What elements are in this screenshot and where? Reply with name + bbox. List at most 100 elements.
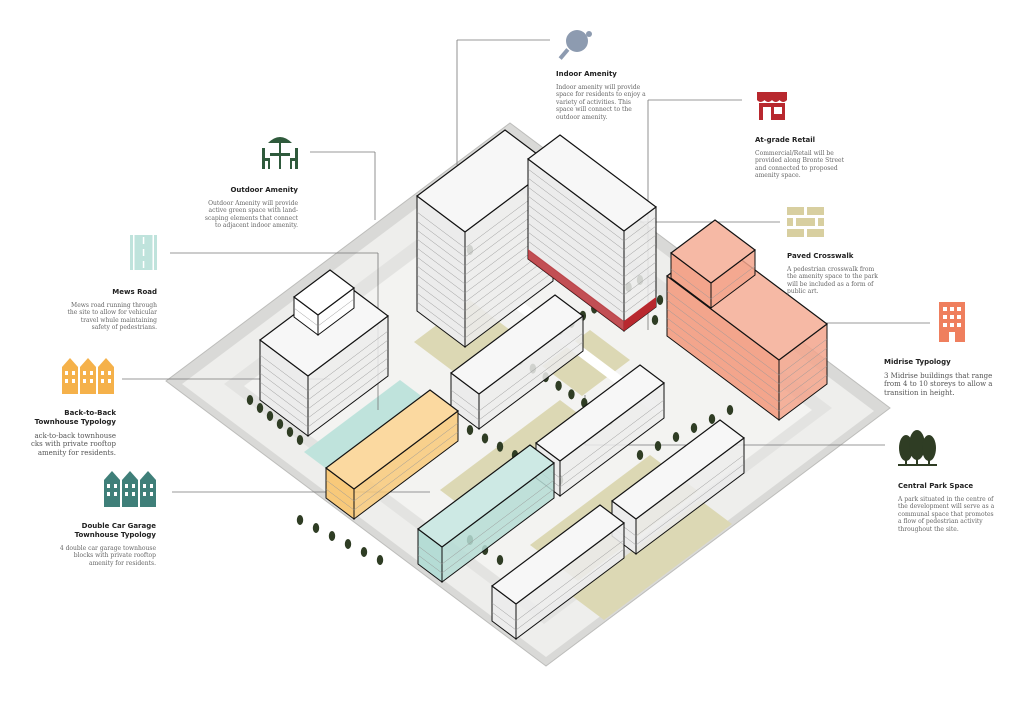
- tree: [726, 405, 734, 415]
- townhouse-block-roof: [611, 419, 745, 520]
- indoor-amenity-tower-floor-line: [416, 271, 554, 339]
- west-midrise-floor-line: [259, 357, 389, 419]
- retail-tower-floor-line: [527, 213, 657, 287]
- indoor-amenity-tower-floor-line: [416, 253, 554, 321]
- leader-lines: [122, 39, 930, 493]
- townhouse-block-floor-line: [491, 548, 625, 631]
- tree: [286, 427, 294, 437]
- midrise-building-icon: [939, 302, 965, 342]
- west-midrise-floor-line: [259, 339, 389, 401]
- west-midrise-upper-floor-line: [293, 298, 355, 327]
- townhouse-block-floor-line: [450, 341, 584, 421]
- tree: [496, 441, 504, 452]
- retail-tower-floor-line: [527, 240, 657, 314]
- back-to-back-townhouse-block-floor-line: [325, 431, 459, 511]
- bricks-icon: [787, 207, 824, 237]
- tree: [266, 411, 274, 421]
- double-garage-townhouse-block-floor-line: [417, 479, 555, 565]
- tree: [360, 547, 368, 557]
- townhouse-icon: [104, 471, 156, 507]
- indoor-amenity-tower-floor-line: [416, 244, 554, 312]
- tree: [654, 441, 662, 451]
- west-midrise-floor-line: [259, 366, 389, 428]
- townhouse-block-roof: [491, 504, 625, 605]
- tree: [708, 414, 716, 424]
- tree: [636, 450, 644, 460]
- retail-tower-floor-line: [527, 177, 657, 251]
- callout-title: Paved Crosswalk: [787, 252, 854, 260]
- callout-title: At-grade Retail: [755, 136, 816, 144]
- mews-road: [304, 380, 428, 473]
- ping-pong-icon: [558, 30, 592, 60]
- west-midrise-floor-line: [259, 330, 389, 392]
- retail-tower-floor-line: [527, 195, 657, 269]
- retail-tower-floor-line: [527, 231, 657, 305]
- patio-table-icon: [262, 137, 298, 169]
- tree: [328, 531, 336, 541]
- tree: [344, 539, 352, 549]
- townhouse-block-floor-line: [491, 539, 625, 622]
- east-midrise-upper-roof: [670, 219, 756, 284]
- buildings: [259, 129, 828, 640]
- east-midrise-floor-line: [666, 290, 828, 376]
- trees-icon: [898, 430, 937, 466]
- townhouse-yard: [572, 500, 732, 620]
- east-midrise-upper-floor-line: [670, 265, 756, 300]
- indoor-amenity-tower-floor-line: [416, 217, 554, 285]
- retail-tower-roof: [527, 134, 657, 232]
- retail-tower-floor-line: [527, 186, 657, 260]
- indoor-amenity-tower-floor-line: [416, 199, 554, 267]
- townhouse-block-floor-line: [450, 332, 584, 412]
- tree: [466, 425, 474, 435]
- indoor-amenity-tower-floor-line: [416, 262, 554, 330]
- tree: [256, 403, 264, 413]
- west-midrise-floor-line: [259, 348, 389, 410]
- central-park-green: [542, 330, 630, 396]
- retail-tower-floor-line: [527, 168, 657, 242]
- callout-title: Central Park Space: [898, 482, 974, 490]
- indoor-amenity-tower-floor-line: [416, 190, 554, 258]
- townhouse-icon: [62, 358, 114, 394]
- indoor-amenity-tower-floor-line: [416, 226, 554, 294]
- west-midrise-upper-roof: [293, 269, 355, 316]
- retail-frontage: [624, 297, 656, 331]
- east-midrise-floor-line: [666, 308, 828, 394]
- callout-title: Midrise Typology: [884, 358, 951, 366]
- retail-frontage: [528, 249, 624, 331]
- tree: [312, 523, 320, 533]
- indoor-amenity-tower-floor-line: [416, 208, 554, 276]
- retail-tower-floor-line: [527, 204, 657, 278]
- tree: [672, 432, 680, 442]
- tree: [496, 555, 504, 565]
- retail-tower-floor-line: [527, 222, 657, 296]
- townhouse-block-roof: [535, 364, 665, 462]
- callout-title: Indoor Amenity: [556, 70, 617, 78]
- east-midrise-floor-line: [666, 299, 828, 385]
- back-to-back-townhouse-block-roof: [325, 389, 459, 490]
- tree: [651, 315, 659, 325]
- east-midrise-floor-line: [666, 317, 828, 403]
- road-icon: [130, 235, 157, 270]
- indoor-amenity-tower-floor-line: [416, 235, 554, 303]
- indoor-amenity-tower-floor-line: [416, 181, 554, 249]
- tree: [296, 435, 304, 445]
- callout-title: Mews Road: [112, 288, 157, 296]
- tree: [656, 295, 664, 305]
- tree: [376, 555, 384, 565]
- tree: [246, 395, 254, 405]
- back-to-back-townhouse-block-floor-line: [325, 422, 459, 502]
- storefront-icon: [757, 92, 787, 120]
- tree: [690, 423, 698, 433]
- double-garage-townhouse-block-roof: [417, 444, 555, 548]
